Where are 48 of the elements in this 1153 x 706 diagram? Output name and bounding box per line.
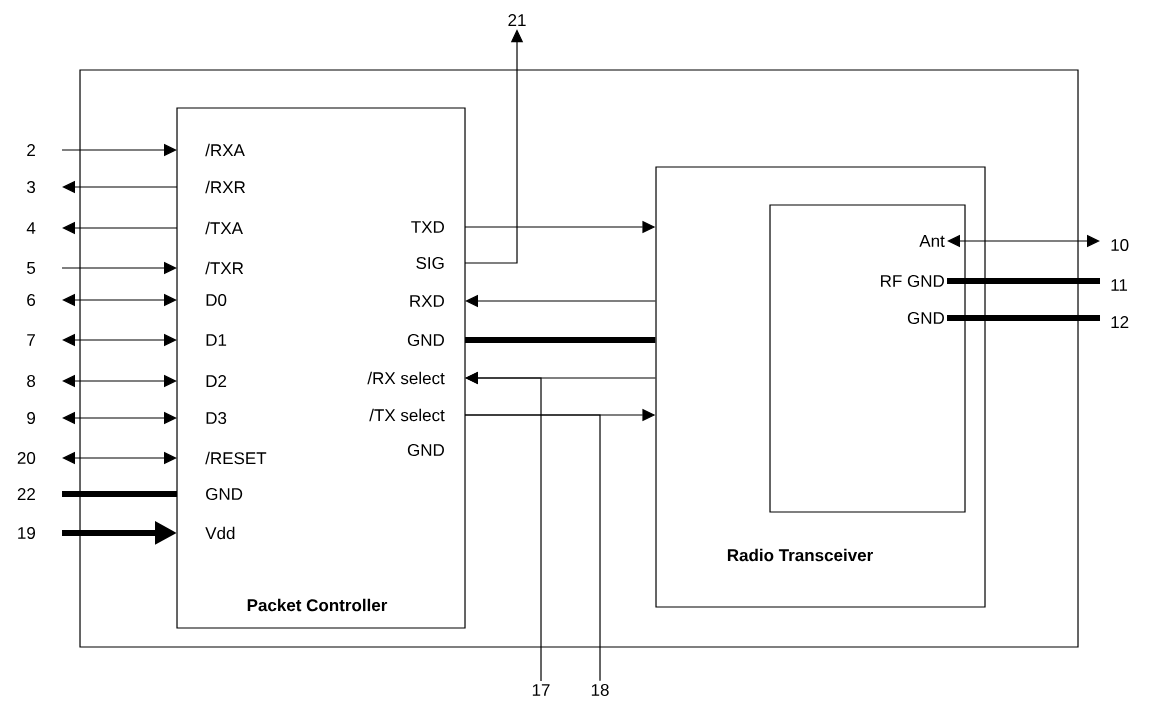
pin-number: 8 — [27, 375, 36, 387]
pin-label: GND — [907, 312, 944, 324]
pin-label: D0 — [206, 294, 227, 306]
pin-number: 2 — [27, 144, 35, 156]
pin-label: /RXA — [205, 143, 245, 157]
pin-number: 5 — [27, 262, 36, 274]
pin-label: RXD — [410, 295, 444, 307]
module-box — [769, 204, 966, 513]
pin-label: /TX select — [369, 408, 445, 422]
pin-label: Vdd — [205, 526, 235, 540]
pin-number: 18 — [591, 683, 609, 696]
pin-label: Ant — [919, 235, 945, 247]
pin-number: 9 — [27, 412, 35, 424]
arrow — [62, 333, 177, 347]
pin-number: 6 — [27, 294, 36, 306]
pin-number: 11 — [1111, 279, 1128, 291]
pin-number: 22 — [17, 488, 35, 500]
pin-label: SIG — [416, 257, 444, 269]
pin-number: 4 — [26, 222, 36, 234]
arrow — [62, 451, 177, 465]
pin-label: D2 — [206, 375, 227, 387]
pin-label: GND — [407, 444, 444, 456]
arrow — [62, 293, 177, 307]
pin-label: D3 — [206, 412, 227, 424]
pin-label: TXD — [411, 221, 444, 233]
pin-number: 20 — [17, 452, 36, 464]
pin-label: RF GND — [881, 275, 944, 287]
pin-label: D1 — [206, 334, 227, 346]
pin-label: /TXR — [205, 261, 244, 275]
wire — [465, 337, 656, 343]
pin-label: GND — [407, 334, 444, 346]
pin-number: 19 — [18, 526, 35, 539]
arrow — [62, 374, 177, 388]
arrow — [947, 234, 1100, 248]
pin-number: 10 — [1111, 239, 1129, 251]
pin-number: 7 — [27, 334, 35, 346]
pin-label: /TXA — [205, 221, 243, 235]
pin-label: GND — [206, 487, 243, 500]
pin-number: 17 — [532, 684, 550, 696]
pin-label: /RXR — [205, 180, 246, 194]
pin-number: 12 — [1111, 316, 1129, 328]
pin-label: /RESET — [205, 451, 267, 465]
wire — [464, 414, 601, 682]
pin-number: 21 — [508, 14, 526, 26]
arrow — [62, 411, 177, 425]
pin-number: 3 — [27, 181, 36, 193]
pin-label: /RX select — [367, 371, 445, 385]
module-box — [79, 69, 1079, 648]
